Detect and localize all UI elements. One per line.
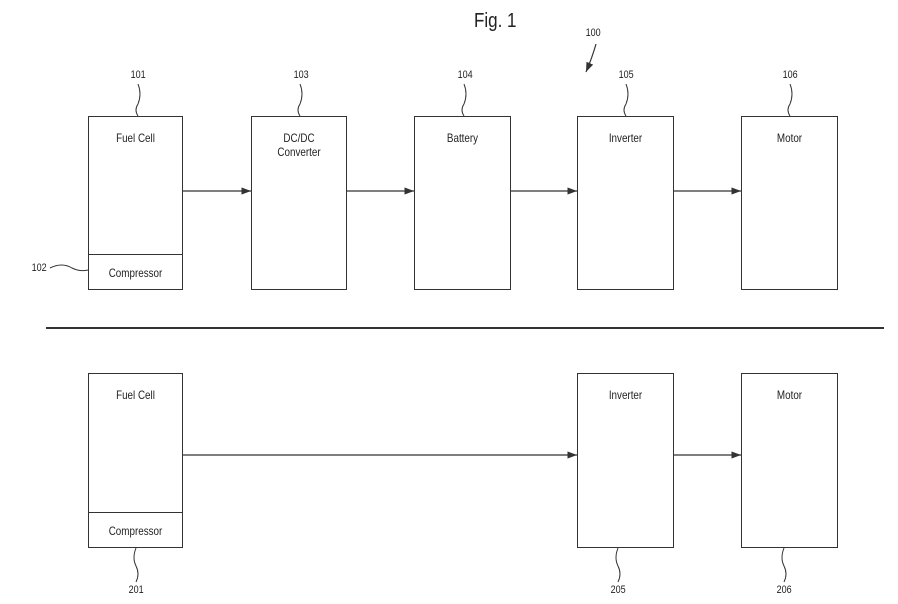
leader-104 (461, 83, 467, 117)
ref-201: 201 (128, 584, 144, 596)
figure-title: Fig. 1 (474, 10, 517, 32)
ref-105: 105 (618, 69, 634, 81)
compressor-block-bottom: Compressor (89, 512, 182, 547)
motor-label: Motor (776, 388, 803, 402)
system-ref-label: 100 (585, 27, 601, 39)
inverter-label: Inverter (608, 388, 643, 402)
fuel-cell-block-top: Fuel Cell Compressor (88, 116, 183, 290)
ref-206: 206 (776, 584, 792, 596)
ref-101: 101 (130, 69, 146, 81)
compressor-block-top: Compressor (89, 254, 182, 289)
ref-102: 102 (31, 262, 47, 274)
ref-205: 205 (610, 584, 626, 596)
ref-104: 104 (457, 69, 473, 81)
ref-106: 106 (782, 69, 798, 81)
fuel-cell-block-bottom: Fuel Cell Compressor (88, 373, 183, 548)
motor-block-bottom: Motor (741, 373, 838, 548)
motor-label: Motor (776, 131, 803, 145)
compressor-label: Compressor (108, 266, 163, 280)
battery-label: Battery (446, 131, 479, 145)
leader-206 (781, 547, 787, 583)
leader-105 (623, 83, 629, 117)
fuel-cell-label: Fuel Cell (116, 388, 155, 402)
leader-205 (615, 547, 621, 583)
leader-101 (135, 83, 141, 117)
compressor-label: Compressor (108, 524, 163, 538)
inverter-block-bottom: Inverter (577, 373, 674, 548)
inverter-label: Inverter (608, 131, 643, 145)
battery-block: Battery (414, 116, 511, 290)
leader-103 (297, 83, 303, 117)
system-ref-arrow (585, 43, 597, 73)
ref-103: 103 (293, 69, 309, 81)
leader-102 (49, 264, 89, 272)
fuel-cell-label: Fuel Cell (116, 131, 155, 145)
leader-106 (787, 83, 793, 117)
inverter-block-top: Inverter (577, 116, 674, 290)
dcdc-converter-label: DC/DC Converter (277, 131, 321, 159)
motor-block-top: Motor (741, 116, 838, 290)
leader-201 (133, 547, 139, 583)
dcdc-converter-block: DC/DC Converter (251, 116, 347, 290)
